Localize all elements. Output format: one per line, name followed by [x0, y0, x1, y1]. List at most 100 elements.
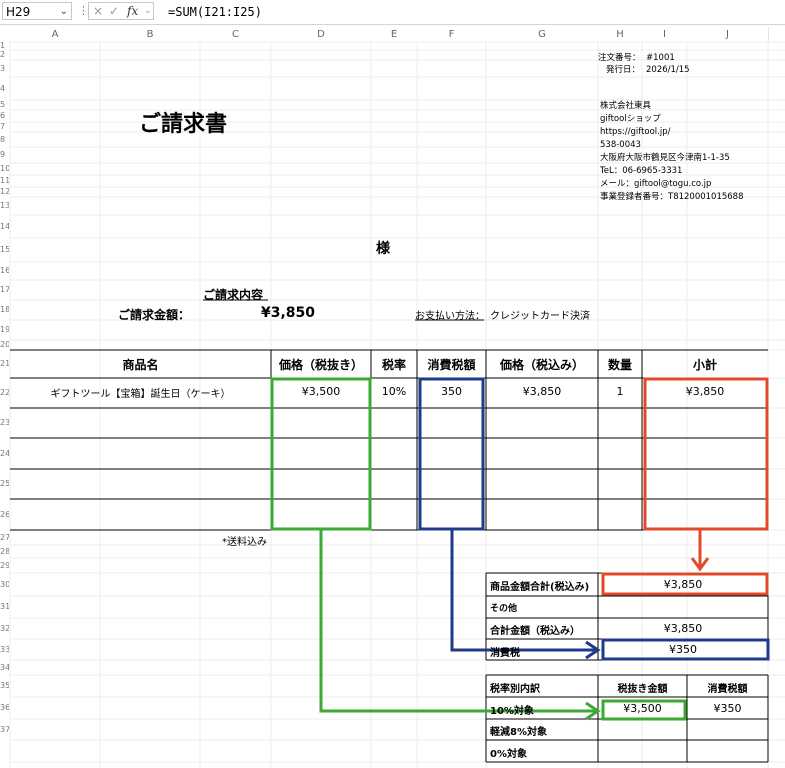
header-tax-rate: 税率	[381, 358, 406, 372]
row-header[interactable]: 30	[0, 580, 9, 589]
more-icon: ⋮	[78, 4, 89, 17]
function-icon[interactable]: fx	[127, 4, 139, 18]
company-line: 株式会社東具	[600, 101, 652, 111]
row-header[interactable]: 31	[0, 602, 9, 611]
row-header[interactable]: 1	[0, 42, 6, 50]
row-header[interactable]: 23	[0, 418, 9, 427]
order-number: #1001	[646, 53, 675, 63]
cancel-icon[interactable]: ×	[93, 4, 104, 18]
row-header[interactable]: 4	[0, 84, 6, 93]
grand-total-label: 合計金額（税込み）	[490, 626, 580, 637]
row-header[interactable]: 24	[0, 449, 9, 458]
row-header[interactable]: 27	[0, 533, 9, 542]
row-header[interactable]: 14	[0, 222, 9, 231]
row-header[interactable]: 2	[0, 50, 6, 59]
formula-bar: H29 ⌄ ⋮ × ✓ fx ⌄ =SUM(I21:I25)	[0, 0, 785, 25]
row-header[interactable]: 34	[0, 663, 9, 672]
company-line: https://giftool.jp/	[600, 127, 671, 137]
item-price-incl[interactable]: ¥3,850	[522, 385, 562, 398]
formula-buttons: × ✓ fx ⌄	[88, 2, 154, 20]
row-header[interactable]: 16	[0, 266, 9, 275]
company-line: メール：giftool@togu.co.jp	[600, 179, 712, 189]
row-header[interactable]: 17	[0, 285, 9, 294]
breakdown-0-label: 0%対象	[490, 749, 527, 760]
row-header[interactable]: 22	[0, 388, 9, 397]
row-header[interactable]: 35	[0, 681, 9, 690]
chevron-down-icon[interactable]: ⌄	[59, 6, 68, 17]
name-box[interactable]: H29 ⌄	[2, 2, 72, 20]
breakdown-10-tax[interactable]: ¥350	[713, 702, 742, 715]
header-product: 商品名	[122, 358, 159, 372]
column-header-j[interactable]: J	[687, 27, 769, 42]
row-header[interactable]: 7	[0, 122, 6, 131]
row-header[interactable]: 21	[0, 359, 9, 368]
company-line: giftoolショップ	[600, 114, 661, 124]
column-header-a[interactable]: A	[10, 27, 101, 42]
column-header-i[interactable]: I	[642, 27, 688, 42]
row-header[interactable]: 32	[0, 624, 9, 633]
red-highlight	[601, 377, 769, 596]
items-table-border	[10, 349, 768, 531]
item-subtotal[interactable]: ¥3,850	[685, 385, 725, 398]
row-header[interactable]: 26	[0, 510, 9, 519]
column-header-h[interactable]: H	[598, 27, 643, 42]
amount-value: ¥3,850	[261, 305, 316, 321]
column-header-c[interactable]: C	[200, 27, 272, 42]
row-header[interactable]: 25	[0, 479, 9, 488]
company-line: TeL：06-6965-3331	[600, 166, 683, 176]
navy-highlight	[418, 377, 770, 661]
item-name[interactable]: ギフトツール【宝箱】誕生日（ケーキ）	[50, 389, 231, 400]
row-header[interactable]: 6	[0, 111, 6, 120]
row-header[interactable]: 20	[0, 340, 9, 349]
row-header[interactable]: 10	[0, 164, 9, 173]
row-header[interactable]: 3	[0, 64, 6, 73]
header-tax-amount: 消費税額	[427, 358, 476, 372]
item-price-excl[interactable]: ¥3,500	[301, 385, 341, 398]
issue-date: 2026/1/15	[646, 65, 690, 75]
row-header[interactable]: 11	[0, 176, 9, 185]
column-header-d[interactable]: D	[271, 27, 372, 42]
tax-value[interactable]: ¥350	[669, 643, 697, 656]
section-title: ご請求内容	[203, 288, 264, 302]
row-header[interactable]: 12	[0, 187, 9, 196]
goods-total-label: 商品金額合計(税込み)	[490, 582, 590, 593]
row-header[interactable]: 28	[0, 547, 9, 556]
breakdown-col-tax: 消費税額	[707, 684, 748, 695]
other-label: その他	[490, 604, 518, 614]
item-tax-amount[interactable]: 350	[441, 385, 462, 398]
formula-input[interactable]: =SUM(I21:I25)	[168, 5, 262, 19]
item-tax-rate[interactable]: 10%	[381, 385, 407, 398]
chevron-down-icon[interactable]: ⌄	[144, 6, 152, 16]
company-line: 大阪府大阪市鶴見区今津南1-1-35	[600, 153, 730, 163]
goods-total-value[interactable]: ¥3,850	[663, 578, 703, 591]
breakdown-10-label: 10%対象	[490, 706, 534, 717]
sama-label: 様	[376, 241, 390, 257]
order-number-label: 注文番号：	[598, 53, 641, 63]
header-subtotal: 小計	[692, 358, 717, 372]
breakdown-10-excl[interactable]: ¥3,500	[623, 702, 662, 715]
payment-value: クレジットカード決済	[490, 311, 590, 322]
column-header-g[interactable]: G	[486, 27, 599, 42]
row-header[interactable]: 8	[0, 135, 6, 144]
enter-icon[interactable]: ✓	[109, 4, 120, 18]
name-box-value: H29	[6, 5, 31, 19]
row-header[interactable]: 37	[0, 725, 9, 734]
row-header[interactable]: 29	[0, 561, 9, 570]
row-header[interactable]: 19	[0, 325, 9, 334]
row-header[interactable]: 18	[0, 305, 9, 314]
item-quantity[interactable]: 1	[616, 385, 624, 398]
row-header[interactable]: 36	[0, 703, 9, 712]
row-header[interactable]: 5	[0, 100, 6, 109]
column-header-e[interactable]: E	[371, 27, 418, 42]
row-header[interactable]: 13	[0, 201, 9, 210]
header-price-excl: 価格（税抜き）	[278, 358, 363, 372]
column-header-f[interactable]: F	[417, 27, 487, 42]
row-header[interactable]: 9	[0, 150, 6, 159]
shipping-note: *送料込み	[222, 537, 267, 548]
grand-total-value[interactable]: ¥3,850	[663, 622, 703, 635]
column-header-b[interactable]: B	[100, 27, 201, 42]
row-header[interactable]: 15	[0, 245, 9, 254]
row-header[interactable]: 33	[0, 645, 9, 654]
invoice-title: ご請求書	[139, 112, 228, 137]
amount-label: ご請求金額：	[118, 308, 191, 322]
